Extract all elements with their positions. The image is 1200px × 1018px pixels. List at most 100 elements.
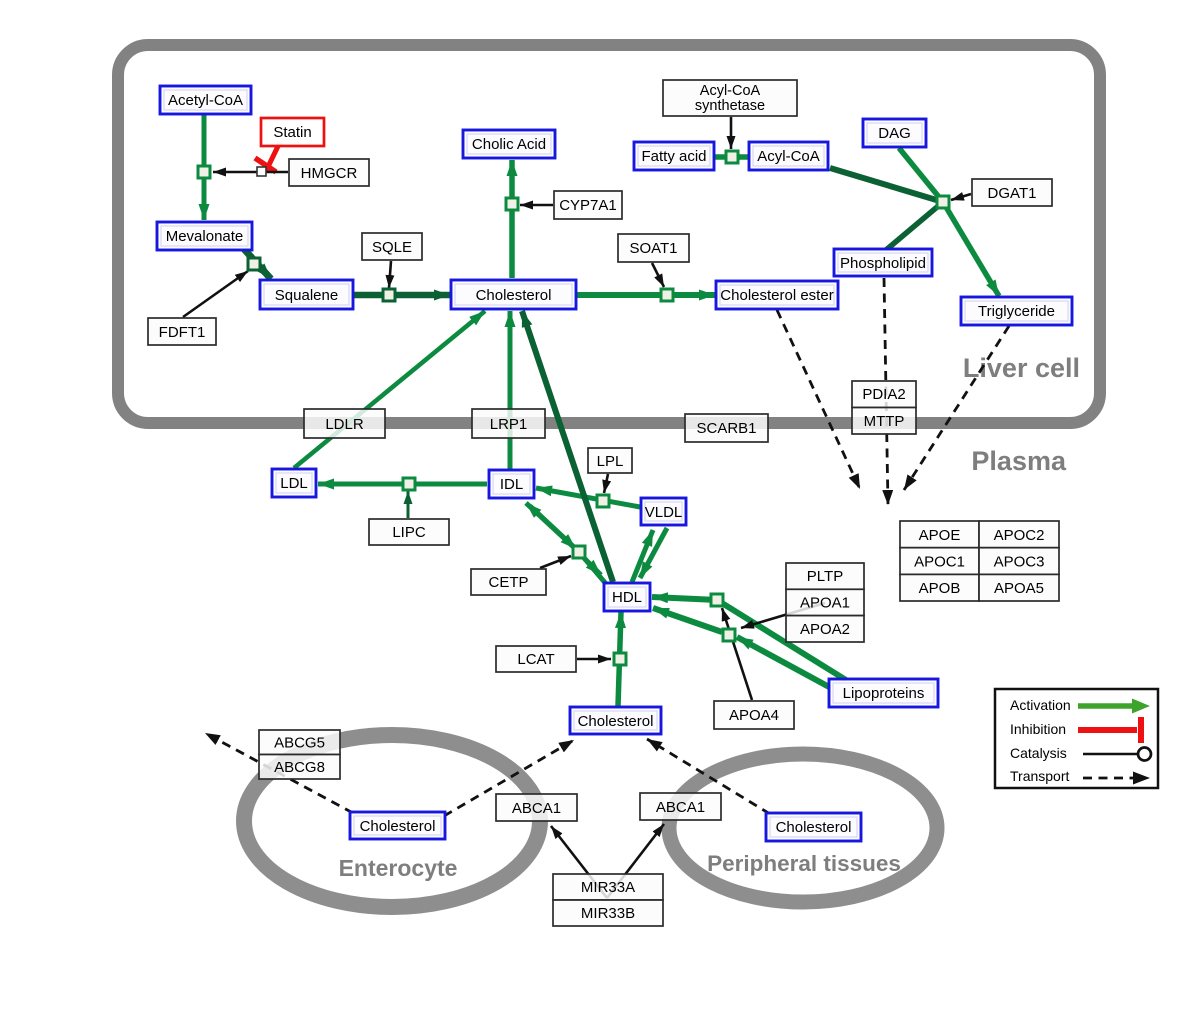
node-box <box>747 140 830 172</box>
legend-catalysis-circle <box>1136 746 1153 762</box>
node-cetp[interactable]: CETP <box>470 568 547 596</box>
node-box <box>461 128 557 160</box>
anchor <box>659 287 675 303</box>
node-label: HDL <box>612 589 642 606</box>
node-label: PDIA2 <box>862 386 905 403</box>
node-pltp-apoa1-apoa2[interactable]: PLTP APOA1 APOA2 <box>785 562 865 643</box>
node-acetyl-coa[interactable]: Acetyl-CoA <box>158 84 253 116</box>
node-box <box>259 116 326 148</box>
node-label: APOA4 <box>729 707 779 724</box>
node-lipc[interactable]: LIPC <box>368 518 450 546</box>
anchor <box>709 592 725 608</box>
node-cholesterol-peripheral[interactable]: Cholesterol <box>764 811 863 843</box>
node-label: LIPC <box>392 524 426 541</box>
node-box-inner-keyline <box>752 145 825 167</box>
edge-lipoproteins-hdl-lower-seg2 <box>652 605 723 635</box>
node-label: Cholic Acid <box>472 136 546 153</box>
node-phospholipid[interactable]: Phospholipid <box>832 247 934 278</box>
node-soat1[interactable]: SOAT1 <box>617 233 690 263</box>
node-ldl[interactable]: LDL <box>270 467 318 499</box>
node-box <box>553 190 623 220</box>
node-box <box>258 753 341 780</box>
node-cholesterol-ester[interactable]: Cholesterol ester <box>714 279 840 311</box>
node-sqle[interactable]: SQLE <box>361 232 423 261</box>
node-dag[interactable]: DAG <box>861 117 928 149</box>
plasma-label: Plasma <box>971 446 1067 476</box>
node-box <box>978 520 1060 549</box>
node-box <box>552 899 664 927</box>
node-hdl[interactable]: HDL <box>602 581 652 613</box>
node-idl[interactable]: IDL <box>487 468 536 500</box>
anchor <box>401 476 417 492</box>
node-apoa4[interactable]: APOA4 <box>713 700 795 730</box>
node-label: Acyl-CoA <box>757 148 820 165</box>
node-hmgcr[interactable]: HMGCR <box>288 158 370 187</box>
edge-vldl-hdl <box>637 526 670 580</box>
node-cyp7a1[interactable]: CYP7A1 <box>553 190 623 220</box>
node-label: IDL <box>500 476 523 493</box>
node-mevalonate[interactable]: Mevalonate <box>155 220 254 252</box>
node-cholesterol-enterocyte[interactable]: Cholesterol <box>348 810 447 841</box>
node-ldlr[interactable]: LDLR <box>303 408 386 439</box>
node-box <box>587 447 633 474</box>
node-cholesterol-plasma[interactable]: Cholesterol <box>568 705 663 736</box>
node-box-inner-keyline <box>644 501 683 522</box>
node-lpl[interactable]: LPL <box>587 447 633 474</box>
node-label: Lipoproteins <box>843 685 925 702</box>
node-label: SQLE <box>372 239 412 256</box>
node-label: SCARB1 <box>696 420 756 437</box>
node-box <box>978 546 1060 576</box>
node-scarb1[interactable]: SCARB1 <box>684 413 769 443</box>
node-cholic-acid[interactable]: Cholic Acid <box>461 128 557 160</box>
node-box <box>639 792 722 821</box>
node-cholesterol-liver[interactable]: Cholesterol <box>449 278 578 311</box>
node-box <box>552 873 664 901</box>
node-label: APOA5 <box>994 580 1044 597</box>
edge-cholesterol-enterocyte-plasma <box>443 738 575 818</box>
anchor <box>196 164 212 180</box>
node-box-inner-keyline <box>163 89 248 111</box>
anchor <box>595 493 611 509</box>
edge-hdl-vldl <box>629 529 656 583</box>
node-abca1-right[interactable]: ABCA1 <box>639 792 722 821</box>
node-apo-table[interactable]: APOE APOC2 APOC1 APOC3 APOB APOA5 <box>899 520 1060 602</box>
anchor <box>381 287 397 303</box>
node-abcg5-abcg8[interactable]: ABCG5 ABCG8 <box>258 729 341 780</box>
node-lcat[interactable]: LCAT <box>495 645 577 673</box>
node-box-inner-keyline <box>866 122 923 144</box>
node-lrp1[interactable]: LRP1 <box>471 408 546 439</box>
node-label: LRP1 <box>490 416 528 433</box>
node-box <box>470 568 547 596</box>
node-vldl[interactable]: VLDL <box>639 496 688 527</box>
node-label: Fatty acid <box>641 148 706 165</box>
node-label: CYP7A1 <box>559 197 617 214</box>
node-label: LCAT <box>517 651 554 668</box>
node-fdft1[interactable]: FDFT1 <box>147 317 217 346</box>
node-box-inner-keyline <box>837 252 929 273</box>
node-abca1-left[interactable]: ABCA1 <box>495 793 578 822</box>
node-label: APOB <box>919 580 961 597</box>
node-label: LDL <box>280 475 308 492</box>
enterocyte-label: Enterocyte <box>339 855 458 881</box>
node-acyl-coa-synthetase[interactable]: Acyl-CoA synthetase <box>662 79 798 117</box>
node-label: Acetyl-CoA <box>168 92 243 109</box>
node-statin[interactable]: Statin <box>259 116 326 148</box>
node-lipoproteins[interactable]: Lipoproteins <box>827 677 940 709</box>
node-box <box>662 79 798 117</box>
node-dgat1[interactable]: DGAT1 <box>971 178 1053 207</box>
edge-triglyceride-plasma <box>902 325 1011 491</box>
anchor <box>612 651 628 667</box>
node-fatty-acid[interactable]: Fatty acid <box>632 140 716 172</box>
node-box <box>147 317 217 346</box>
node-label: FDFT1 <box>159 324 206 341</box>
inhibition-tee-bar <box>253 155 278 175</box>
node-mir33a-mir33b[interactable]: MIR33A MIR33B <box>552 873 664 927</box>
edge-fdft1-catalysis <box>182 269 249 319</box>
node-squalene[interactable]: Squalene <box>258 278 355 311</box>
node-label: Squalene <box>275 287 338 304</box>
node-triglyceride[interactable]: Triglyceride <box>959 295 1074 327</box>
node-acyl-coa[interactable]: Acyl-CoA <box>747 140 830 172</box>
node-box-inner-keyline <box>466 133 552 155</box>
node-pdia2-mttp[interactable]: PDIA2 MTTP <box>851 380 917 435</box>
